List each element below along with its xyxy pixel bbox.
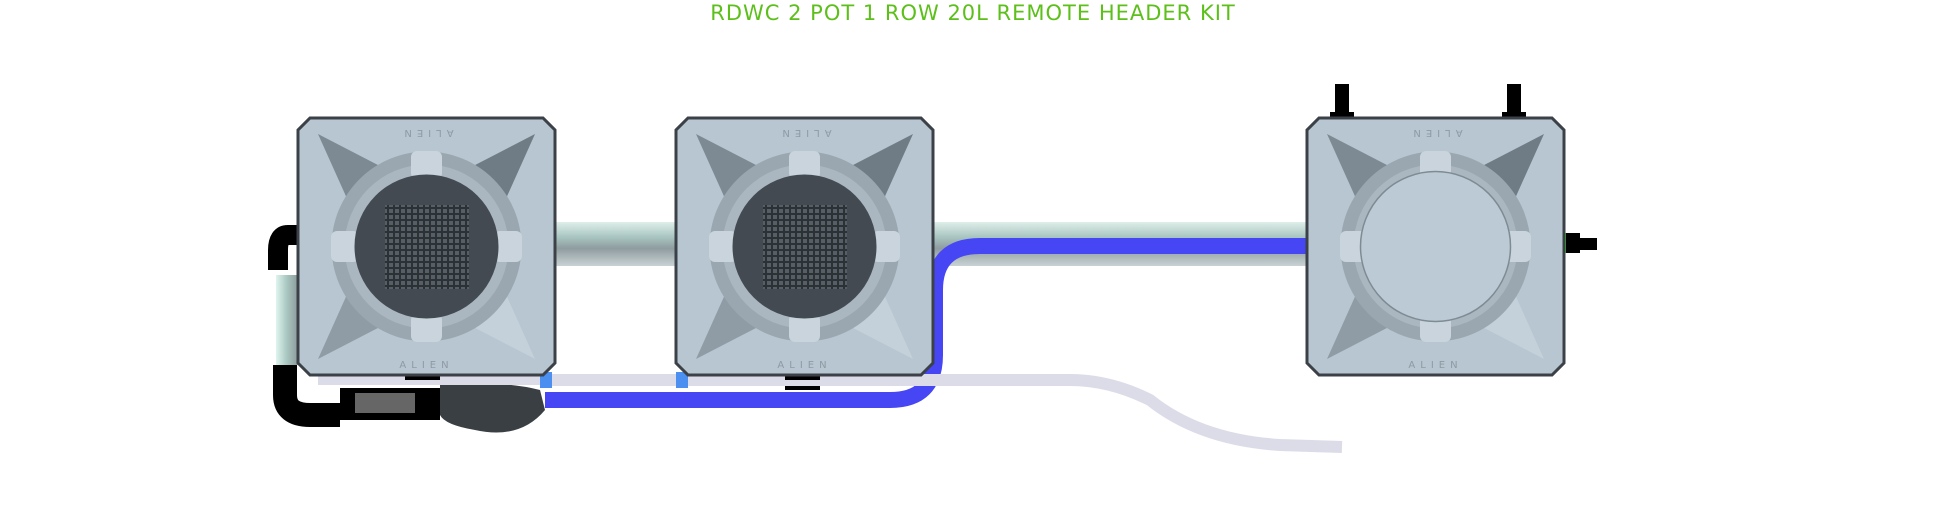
- header-tank[interactable]: ALIEN ALIEN: [1305, 116, 1566, 377]
- tank-inlet-left: [1335, 84, 1349, 116]
- air-line: [545, 374, 1343, 453]
- brand-label: ALIEN: [1408, 360, 1462, 371]
- brand-label: ALIEN: [399, 360, 453, 371]
- pump: [440, 383, 545, 433]
- drain-bracket-2: [785, 375, 820, 380]
- side-valve[interactable]: [1566, 233, 1580, 253]
- return-hose: [545, 238, 1307, 408]
- brand-label-top: ALIEN: [399, 127, 453, 138]
- valve-handle: [355, 393, 415, 413]
- brand-label-top: ALIEN: [1408, 127, 1462, 138]
- bottom-elbow: [273, 365, 340, 427]
- drain-bracket-1: [405, 375, 440, 380]
- solid-lid: [1359, 170, 1512, 323]
- net-pot-mesh: [763, 205, 847, 289]
- tank-inlet-left-base: [1330, 112, 1354, 118]
- grow-pot-2[interactable]: ALIEN ALIEN: [674, 116, 935, 377]
- tank-inlet-right-base: [1502, 112, 1526, 118]
- net-pot-mesh: [385, 205, 469, 289]
- fitting-pot2: [676, 372, 688, 388]
- page-title: RDWC 2 POT 1 ROW 20L REMOTE HEADER KIT: [710, 1, 1236, 25]
- grow-pot-1[interactable]: ALIEN ALIEN: [296, 116, 557, 377]
- drain-bracket-2b: [785, 386, 820, 390]
- top-elbow: [268, 225, 298, 270]
- brand-label: ALIEN: [777, 360, 831, 371]
- brand-label-top: ALIEN: [777, 127, 831, 138]
- tank-inlet-right: [1507, 84, 1521, 116]
- riser-pipe: [276, 275, 298, 365]
- side-valve-stem: [1580, 238, 1597, 250]
